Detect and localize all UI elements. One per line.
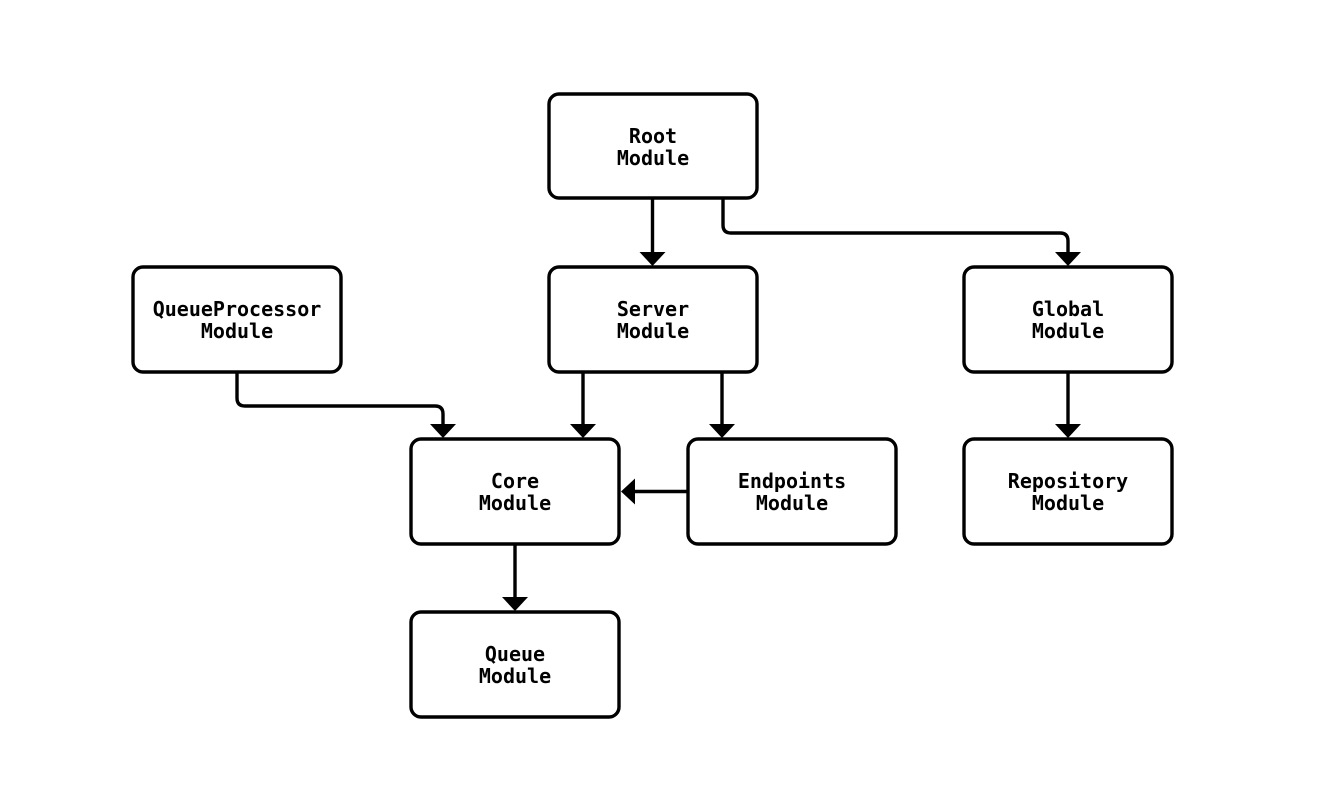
node-repository-label-line1: Repository: [1008, 469, 1128, 493]
node-global: Global Module: [962, 265, 1174, 374]
arrowhead-global-to-repository: [1055, 424, 1081, 438]
node-core-label-line2: Module: [479, 491, 551, 515]
node-endpoints-label-line2: Module: [756, 491, 828, 515]
node-repository-label-line2: Module: [1032, 491, 1104, 515]
arrowhead-core-to-queue: [502, 597, 528, 611]
node-queueprocessor-box: [131, 265, 343, 374]
arrowhead-root-to-server: [639, 252, 666, 266]
arrowhead-queueprocessor-to-core: [430, 424, 456, 438]
node-repository: Repository Module: [962, 437, 1174, 546]
node-queueprocessor: QueueProcessor Module: [131, 265, 343, 374]
node-server: Server Module: [547, 265, 759, 374]
arrowhead-server-to-endpoints: [709, 424, 735, 438]
arrowhead-endpoints-to-core: [621, 478, 635, 505]
node-server-box: [547, 265, 759, 374]
edges-layer: [235, 198, 1081, 611]
node-repository-box: [962, 437, 1174, 546]
node-server-label-line1: Server: [617, 297, 689, 321]
node-root-box: [547, 92, 759, 200]
node-core: Core Module: [409, 437, 621, 546]
node-queueprocessor-label-line2: Module: [201, 319, 273, 343]
node-queueprocessor-label-line1: QueueProcessor: [153, 297, 322, 321]
node-endpoints-box: [686, 437, 898, 546]
node-global-label-line2: Module: [1032, 319, 1104, 343]
node-queue-box: [409, 610, 621, 719]
node-endpoints: Endpoints Module: [686, 437, 898, 546]
node-global-label-line1: Global: [1032, 297, 1104, 321]
edge-root-to-global: [721, 198, 1070, 254]
node-root-label-line1: Root: [629, 124, 677, 148]
node-root: Root Module: [547, 92, 759, 200]
edge-queueprocessor-to-core: [235, 372, 445, 426]
node-root-label-line2: Module: [617, 146, 689, 170]
arrowhead-root-to-global: [1055, 252, 1081, 266]
node-server-label-line2: Module: [617, 319, 689, 343]
node-core-box: [409, 437, 621, 546]
node-global-box: [962, 265, 1174, 374]
node-queue-label-line1: Queue: [485, 642, 545, 666]
node-core-label-line1: Core: [491, 469, 539, 493]
node-queue: Queue Module: [409, 610, 621, 719]
node-queue-label-line2: Module: [479, 664, 551, 688]
arrowhead-server-to-core: [570, 424, 596, 438]
node-endpoints-label-line1: Endpoints: [738, 469, 846, 493]
